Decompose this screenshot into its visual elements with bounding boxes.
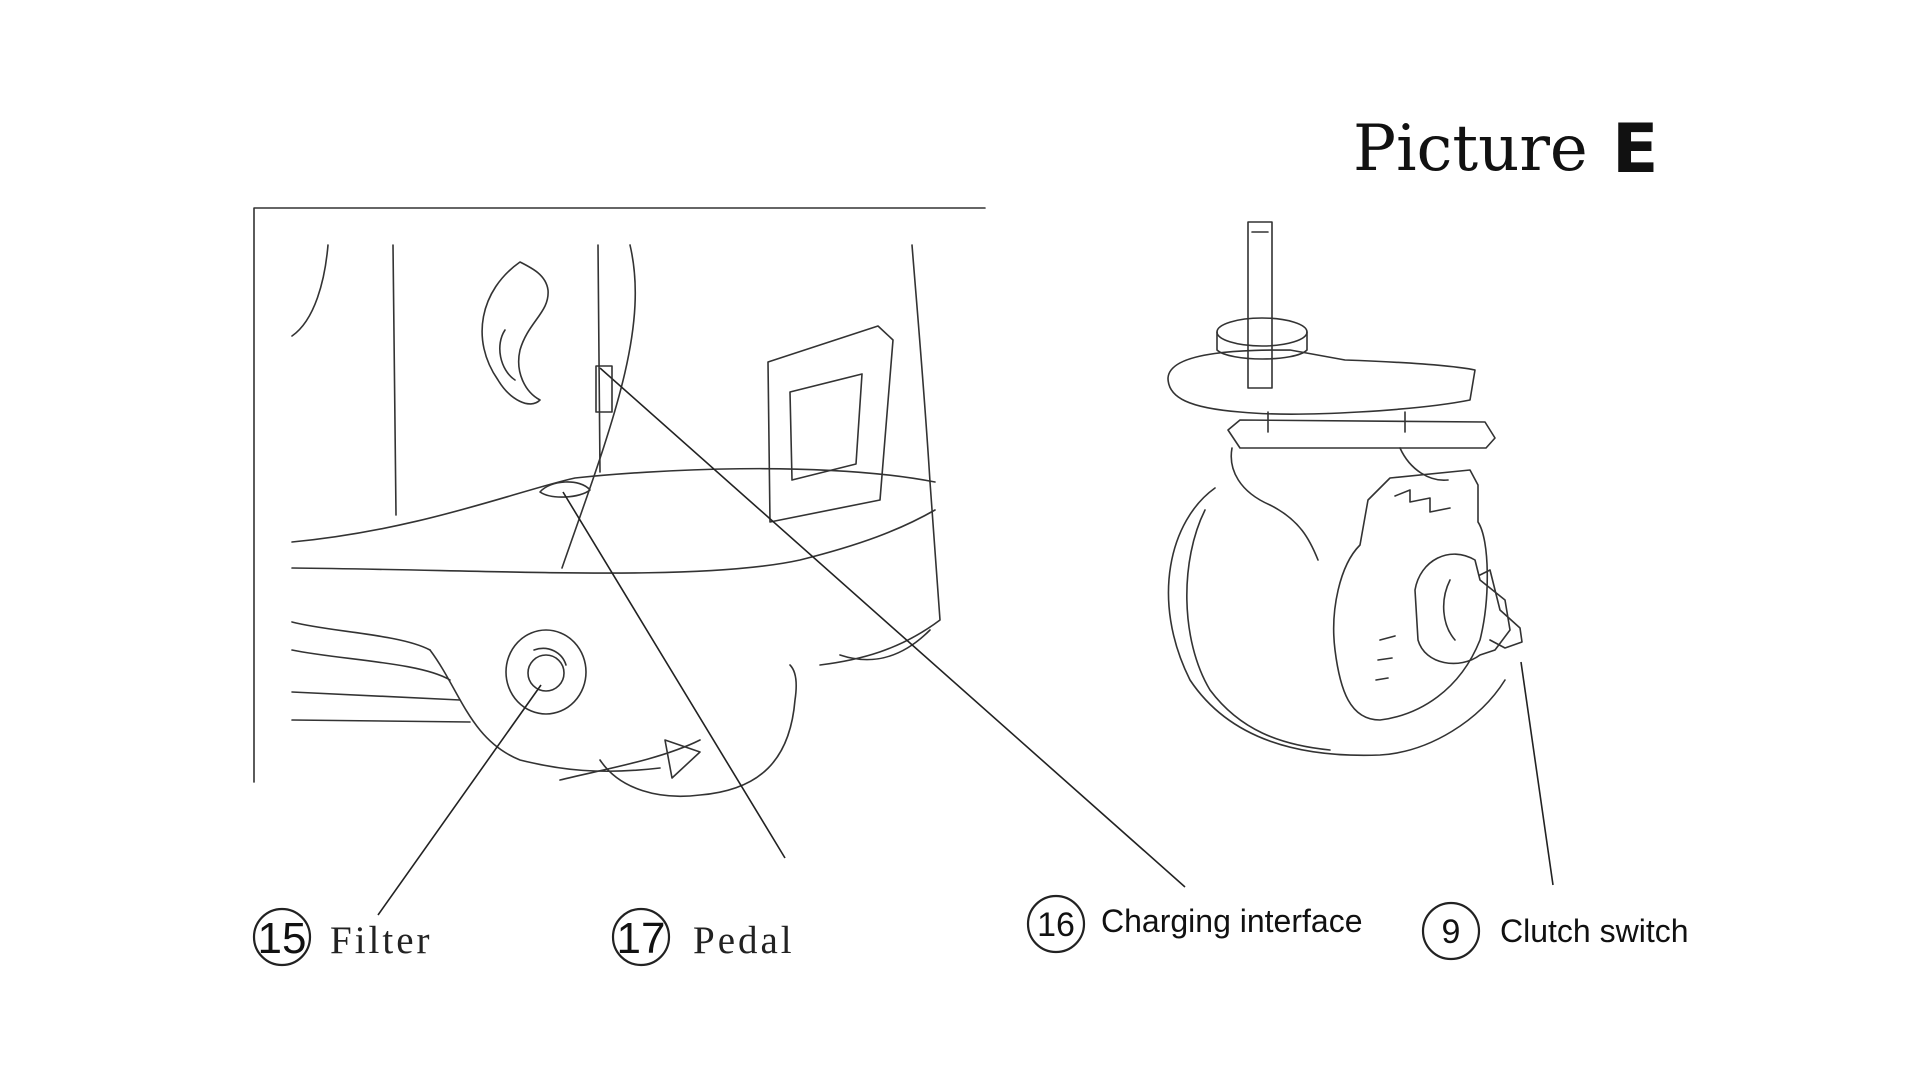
- callout-number: 15: [258, 914, 307, 963]
- callout-filter: 15 Filter: [252, 907, 433, 967]
- leader-clutch: [1520, 661, 1554, 886]
- callout-ring: [1421, 901, 1481, 961]
- fork-arm: [1230, 447, 1449, 561]
- dolphin-logo: [481, 261, 549, 405]
- motor-housing: [1332, 469, 1489, 721]
- body-right-edge: [911, 244, 931, 483]
- skirt-lines: [291, 621, 471, 723]
- callout-pedal: 17 Pedal: [611, 907, 795, 967]
- dashboard-panel: [767, 325, 894, 523]
- rear-wheel-right: [839, 629, 931, 661]
- shaft-collar-body: [1216, 331, 1308, 360]
- shaft: [1247, 221, 1273, 389]
- pedal-slot: [539, 481, 591, 498]
- callout-ring: [611, 907, 671, 967]
- title-letter: E: [1612, 110, 1658, 189]
- rear-wheel: [559, 664, 797, 798]
- bumper-bottom-line: [819, 481, 941, 666]
- callout-number: 17: [617, 914, 666, 963]
- mount-plate: [1227, 419, 1496, 449]
- picture-title: Picture E: [1353, 110, 1658, 189]
- body-left-edge: [392, 244, 397, 516]
- leader-charging: [599, 367, 1186, 888]
- callout-clutch-switch: 9 Clutch switch: [1421, 901, 1689, 961]
- title-word: Picture: [1353, 112, 1588, 186]
- clutch-hub: [1414, 553, 1511, 665]
- callout-label: Charging interface: [1101, 903, 1362, 939]
- callout-charging-interface: 16 Charging interface: [1026, 894, 1362, 954]
- callout-label: Clutch switch: [1500, 913, 1689, 949]
- wheel-outer: [1167, 487, 1506, 757]
- body-inner-edge: [597, 244, 601, 473]
- drive-wheel-drawing: [1167, 221, 1523, 757]
- rear-skirt-curve: [429, 649, 661, 773]
- leader-filter: [377, 684, 542, 916]
- shaft-collar: [1216, 317, 1308, 347]
- callout-ring: [252, 907, 312, 967]
- callout-label: Pedal: [693, 919, 795, 962]
- frame-border: [253, 207, 986, 783]
- top-plate: [1167, 349, 1476, 415]
- motor-teeth: [1375, 489, 1451, 681]
- filter-cap: [505, 629, 587, 715]
- leader-lines: [377, 365, 1554, 916]
- wheel-inner: [1186, 509, 1331, 751]
- callout-ring: [1026, 894, 1086, 954]
- callout-label: Filter: [330, 919, 433, 962]
- callout-number: 9: [1442, 913, 1461, 951]
- bumper-middle-line: [291, 509, 936, 574]
- clutch-lever: [1479, 569, 1523, 649]
- charging-port-box: [595, 365, 613, 413]
- callout-number: 16: [1037, 906, 1075, 944]
- leader-pedal: [562, 491, 786, 859]
- machine-rear-drawing: [253, 207, 986, 798]
- body-left-arc: [291, 244, 329, 337]
- bumper-top-line: [291, 467, 936, 543]
- motor-neck: [1267, 411, 1406, 433]
